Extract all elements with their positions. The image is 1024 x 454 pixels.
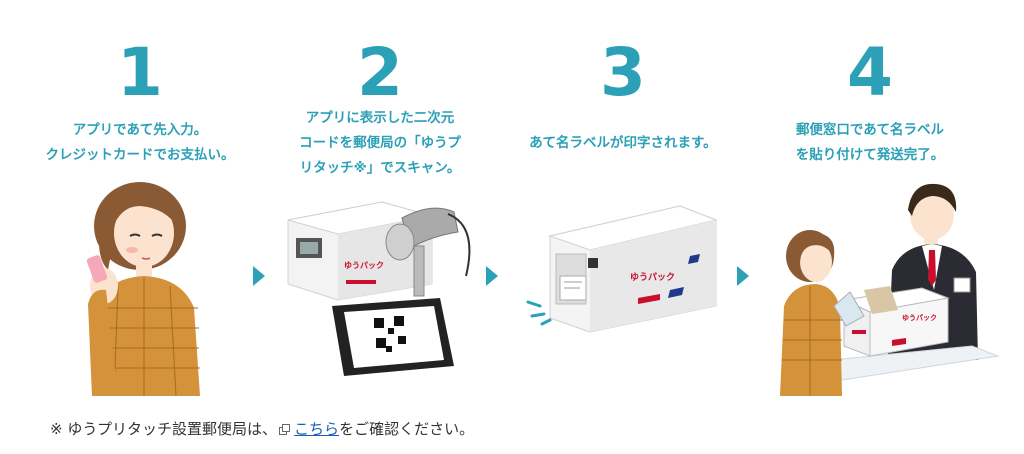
- step-1-line-2: クレジットカードでお支払い。: [45, 147, 235, 163]
- post-office-counter-illustration: ゆうパック: [780, 183, 1000, 396]
- step-2-text: アプリに表示した二次元 コードを郵便局の「ゆうプ リタッチ※」でスキャン。: [240, 106, 520, 181]
- step-1-text: アプリであて先入力。 クレジットカードでお支払い。: [0, 118, 280, 168]
- step-4-text: 郵便窓口であて名ラベル を貼り付けて発送完了。: [730, 118, 1010, 168]
- step-1-line-1: アプリであて先入力。: [72, 122, 208, 138]
- step-3-text: あて名ラベルが印字されます。: [483, 131, 763, 156]
- step-4-line-2: を貼り付けて発送完了。: [795, 147, 945, 163]
- arrow-right-icon: [737, 266, 749, 286]
- arrow-right-icon: [253, 266, 265, 286]
- brand-label: ゆうパック: [902, 313, 937, 322]
- step-2-line-3: リタッチ※」でスキャン。: [299, 160, 461, 176]
- woman-with-phone-illustration: [86, 182, 200, 396]
- step-2-line-1: アプリに表示した二次元: [305, 110, 455, 126]
- label-printer-illustration: ゆうパック: [526, 205, 718, 333]
- footnote: ※ ゆうプリタッチ設置郵便局は、こちらをご確認ください。: [50, 418, 474, 439]
- step-3-line-1: あて名ラベルが印字されます。: [529, 135, 717, 151]
- brand-label: ゆうパック: [344, 260, 384, 270]
- external-link-icon: [279, 424, 291, 435]
- step-4-line-1: 郵便窓口であて名ラベル: [795, 122, 945, 138]
- footnote-suffix: をご確認ください。: [339, 420, 475, 438]
- arrow-right-icon: [486, 266, 498, 286]
- step-2-number: 2: [357, 34, 403, 111]
- yupuri-touch-scanner-illustration: ゆうパック: [287, 201, 471, 376]
- brand-label: ゆうパック: [630, 271, 675, 283]
- step-2-line-2: コードを郵便局の「ゆうプ: [299, 135, 461, 151]
- step-4-number: 4: [847, 34, 893, 111]
- step-1-number: 1: [117, 34, 163, 111]
- here-link[interactable]: こちら: [294, 420, 340, 438]
- footnote-prefix: ※ ゆうプリタッチ設置郵便局は、: [50, 420, 278, 438]
- step-3-number: 3: [600, 34, 646, 111]
